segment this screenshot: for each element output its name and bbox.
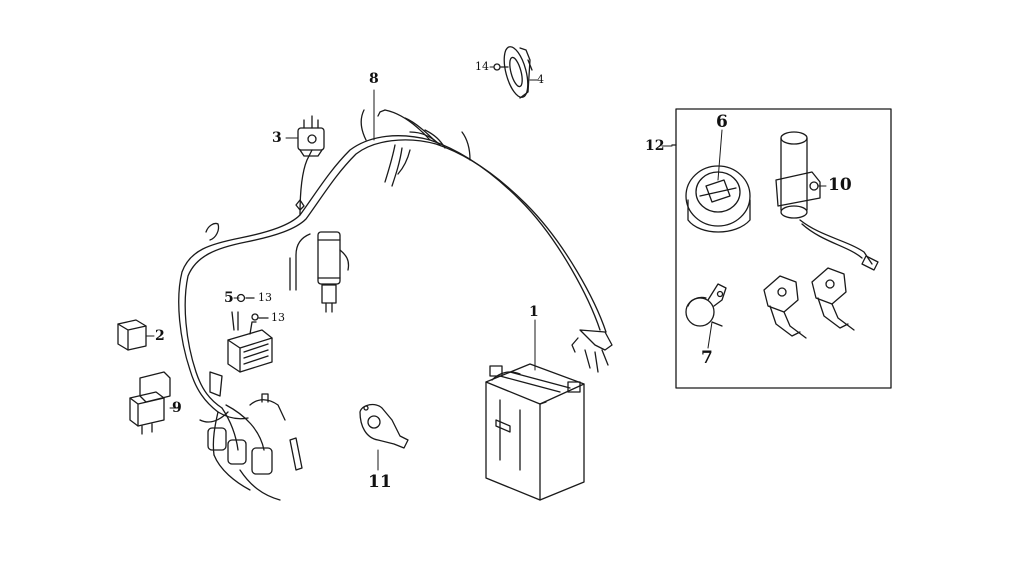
callout-relay-small: 2 bbox=[155, 328, 165, 344]
callout-regulator: 5 bbox=[224, 290, 234, 306]
flasher-drawing bbox=[297, 115, 325, 157]
callout-fuel-lock: 10 bbox=[828, 175, 852, 195]
nut-b-drawing bbox=[251, 313, 269, 321]
lock-bracket-a-drawing bbox=[763, 275, 807, 339]
callout-ignition-switch: 6 bbox=[716, 112, 728, 132]
callout-lock-set: 12 bbox=[645, 138, 665, 154]
bolt-drawing bbox=[493, 63, 509, 71]
relay-small-drawing bbox=[117, 319, 147, 351]
leader-lines bbox=[145, 66, 827, 471]
lock-bracket-b-drawing bbox=[811, 267, 855, 331]
regulator-drawing bbox=[227, 311, 273, 373]
callout-horn: 4 bbox=[537, 73, 544, 86]
callout-seat-lock: 7 bbox=[701, 348, 713, 368]
horn-drawing bbox=[503, 46, 533, 99]
callout-battery: 1 bbox=[529, 304, 539, 320]
wire-harness-drawing bbox=[178, 109, 613, 501]
battery-drawing bbox=[485, 363, 585, 501]
nut-a-drawing bbox=[236, 293, 255, 303]
callout-flasher: 3 bbox=[272, 130, 282, 146]
callout-wire-harness: 8 bbox=[369, 71, 379, 87]
callout-nut-a: 13 bbox=[258, 291, 272, 304]
lock-set-box bbox=[671, 108, 892, 389]
callout-bolt: 14 bbox=[475, 60, 489, 73]
fuel-lock-drawing bbox=[775, 131, 879, 271]
ignition-switch-drawing bbox=[685, 165, 751, 233]
callout-nut-b: 13 bbox=[271, 311, 285, 324]
seat-lock-drawing bbox=[685, 283, 727, 327]
callout-bracket: 11 bbox=[368, 472, 392, 492]
relay-large-drawing bbox=[129, 371, 171, 435]
callout-relay-large: 9 bbox=[172, 400, 182, 416]
bracket-drawing bbox=[359, 403, 409, 449]
